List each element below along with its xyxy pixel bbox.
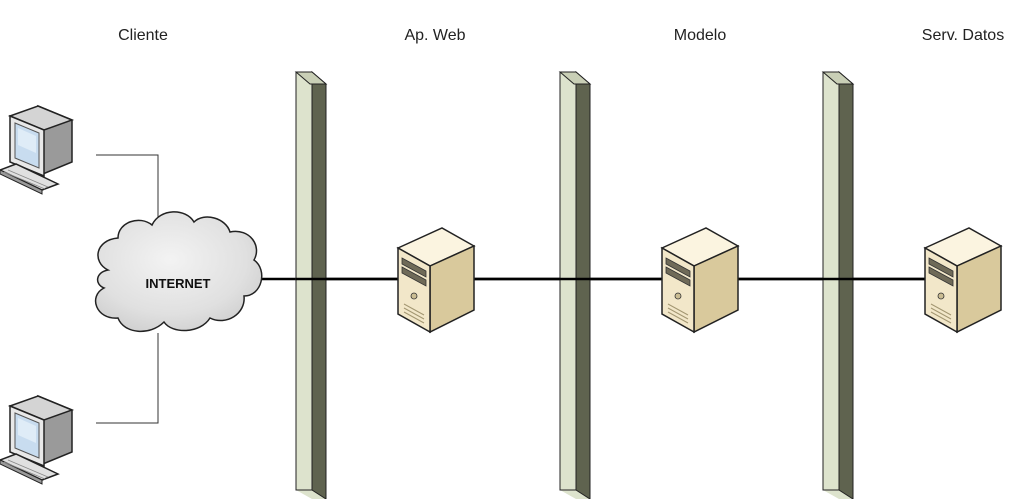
firewall-2: [558, 70, 592, 499]
model-server-icon: [661, 227, 739, 333]
tier-label-serv-datos: Serv. Datos: [921, 27, 1005, 44]
tier-label-cliente: Cliente: [118, 27, 168, 44]
client-workstation-icon-top: [0, 105, 73, 195]
internet-cloud-icon: INTERNET: [94, 211, 263, 332]
data-server-icon: [924, 227, 1002, 333]
firewall-3: [821, 70, 855, 499]
client-connector-lines: [96, 154, 159, 424]
tier-label-ap-web: Ap. Web: [404, 27, 466, 44]
client-workstation-icon-bottom: [0, 395, 73, 485]
tier-label-modelo: Modelo: [673, 27, 727, 44]
web-server-icon: [397, 227, 475, 333]
internet-cloud-label: INTERNET: [146, 276, 211, 291]
firewall-1: [294, 70, 328, 499]
